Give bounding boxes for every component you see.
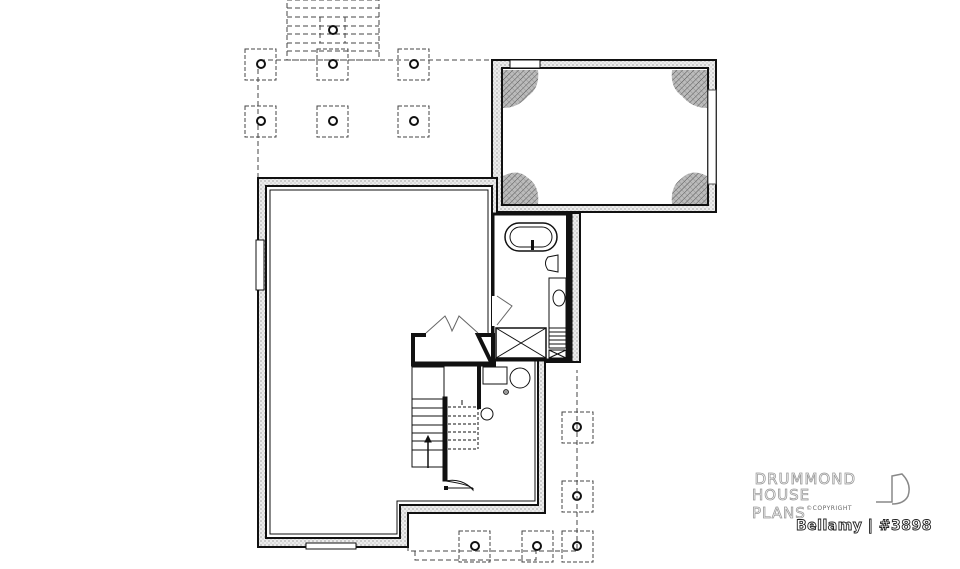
toilet-icon — [545, 254, 559, 273]
sink-icon — [552, 289, 566, 307]
shower-icon — [495, 327, 547, 359]
water-heater-icon — [509, 367, 531, 389]
entry-door — [444, 479, 474, 492]
closet — [410, 315, 496, 367]
plan-title: Bellamy | #3898 — [796, 518, 932, 535]
floor-drain-icon — [503, 389, 509, 395]
brand-logo: DRUMMOND HOUSE PLANS ©COPYRIGHT — [752, 470, 942, 540]
copyright-text: ©COPYRIGHT — [806, 505, 852, 512]
linen-shelves — [548, 327, 567, 359]
mechanical-room — [477, 364, 531, 421]
sump-icon — [480, 407, 494, 421]
brand-line1: DRUMMOND — [754, 470, 856, 489]
stairs — [411, 366, 479, 482]
brand-line2: HOUSE PLANS — [752, 486, 811, 523]
bathroom — [491, 212, 573, 362]
drummond-d-logo-icon — [876, 473, 910, 505]
front-porch-outline — [257, 0, 497, 178]
unexcavated-room — [491, 59, 717, 213]
